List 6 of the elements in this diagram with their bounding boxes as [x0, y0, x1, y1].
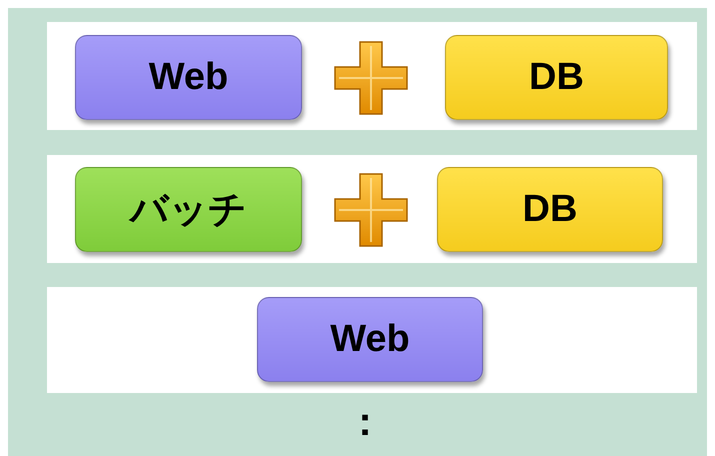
button-box: Web [75, 35, 302, 120]
button-box: Web [257, 297, 483, 382]
ellipsis-label: : [357, 399, 373, 446]
button-box: バッチ [75, 167, 302, 252]
button-box: DB [445, 35, 668, 120]
button-box: DB [437, 167, 663, 252]
